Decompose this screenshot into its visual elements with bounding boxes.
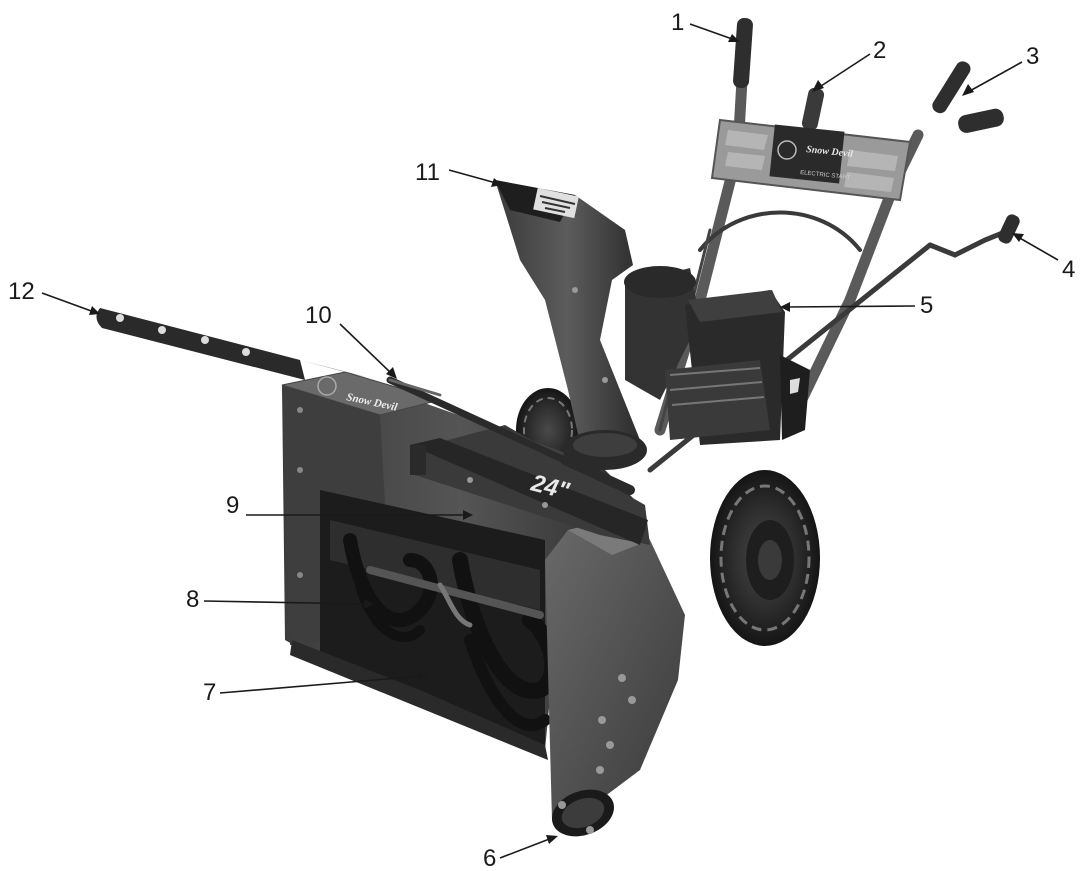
callout-12: 12	[8, 278, 100, 315]
callout-5: 5	[780, 292, 933, 319]
callout-label-10: 10	[305, 302, 332, 329]
snowblower-illustration: Snow Devil ELECTRIC START	[96, 17, 1020, 837]
housing-top-shield: 24"	[410, 425, 650, 545]
callout-7: 7	[203, 670, 428, 706]
callout-label-2: 2	[873, 37, 886, 64]
housing-side-panel	[545, 515, 685, 820]
callout-label-4: 4	[1062, 256, 1075, 283]
callout-label-12: 12	[8, 278, 35, 305]
augers	[343, 533, 561, 732]
callout-11: 11	[415, 159, 502, 187]
console-brand: Snow Devil	[806, 144, 854, 160]
callout-1: 1	[671, 9, 740, 42]
callout-label-5: 5	[920, 292, 933, 319]
callout-label-6: 6	[483, 845, 496, 871]
engine	[624, 266, 810, 445]
callout-label-1: 1	[671, 9, 684, 36]
callout-3: 3	[962, 43, 1039, 96]
callout-label-7: 7	[203, 679, 216, 706]
console-subtext: ELECTRIC START	[800, 170, 851, 181]
skid-shoe	[552, 789, 614, 837]
right-wheel	[710, 470, 820, 646]
control-console: Snow Devil ELECTRIC START	[710, 118, 912, 202]
callout-9: 9	[226, 492, 473, 520]
callout-label-3: 3	[1026, 43, 1039, 70]
drift-cutter	[96, 308, 305, 380]
callouts: 1 2 3 4 5 6	[8, 9, 1075, 871]
callout-4: 4	[1012, 233, 1075, 283]
callout-6: 6	[483, 835, 558, 871]
callout-label-11: 11	[415, 159, 440, 186]
discharge-chute	[495, 180, 647, 470]
callout-8: 8	[186, 586, 374, 613]
callout-10: 10	[305, 302, 397, 379]
callout-label-8: 8	[186, 586, 199, 613]
chute-rod	[386, 376, 635, 495]
callout-label-9: 9	[226, 492, 239, 519]
callout-2: 2	[812, 37, 886, 92]
scraper-bar	[290, 640, 548, 760]
handle-grips	[733, 17, 1004, 133]
